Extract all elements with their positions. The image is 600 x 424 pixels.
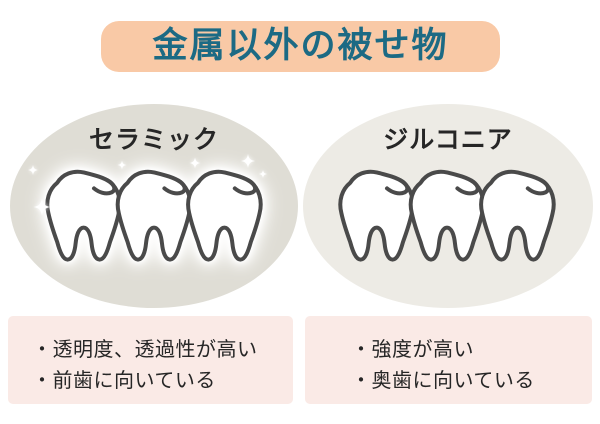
ceramic-label: セラミック (88, 125, 219, 154)
tooth-icon (186, 169, 263, 262)
tooth-icon (408, 169, 486, 262)
sparkle-icon (28, 165, 38, 175)
page-title: 金属以外の被せ物 (152, 26, 449, 66)
title-banner: 金属以外の被せ物 (101, 21, 500, 72)
ceramic-feature-item: ・前歯に向いている (32, 368, 216, 392)
ceramic-feature-item: ・透明度、透過性が高い (32, 337, 258, 361)
tooth-icon (479, 169, 556, 262)
zirconia-info-box: ・強度が高い ・奥歯に向いている (305, 316, 592, 404)
tooth-icon (115, 169, 193, 262)
ceramic-panel: セラミック (10, 104, 298, 308)
tooth-icon (45, 169, 122, 262)
zirconia-panel: ジルコニア (303, 104, 593, 308)
zirconia-feature-item: ・強度が高い (351, 337, 474, 361)
zirconia-feature-item: ・奥歯に向いている (351, 368, 535, 392)
ceramic-info-box: ・透明度、透過性が高い ・前歯に向いている (8, 316, 293, 404)
ceramic-teeth-illustration (45, 169, 263, 262)
zirconia-label: ジルコニア (383, 125, 513, 154)
zirconia-teeth-illustration (338, 169, 556, 262)
tooth-icon (338, 169, 415, 262)
